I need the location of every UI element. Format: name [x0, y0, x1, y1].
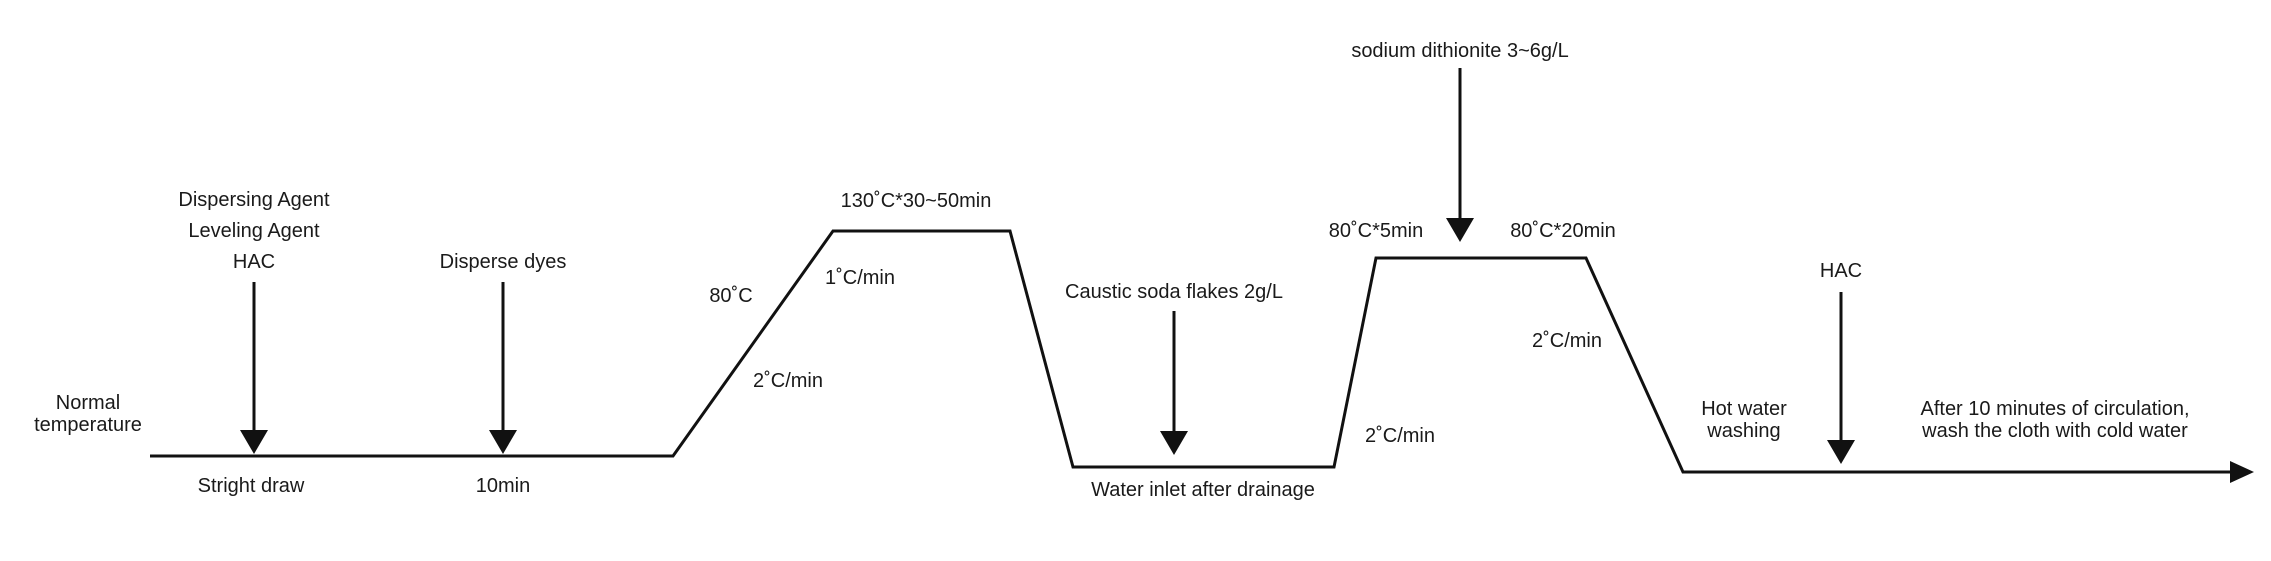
timeline-arrow-head: [2230, 461, 2254, 483]
additives-arrow: [240, 282, 268, 454]
caustic-soda-label: Caustic soda flakes 2g/L: [1065, 281, 1283, 303]
hac-final-arrow: [1827, 292, 1855, 464]
disperse-dyes-label: Disperse dyes: [440, 251, 567, 273]
normal-temperature-label-line1: Normal: [56, 392, 120, 414]
disperse-dyes-arrow: [489, 282, 517, 454]
sodium-dithionite-arrow: [1446, 68, 1474, 242]
water-inlet-label: Water inlet after drainage: [1091, 479, 1315, 501]
hold-80c-20min-label: 80˚C*20min: [1510, 220, 1616, 242]
hot-water-washing-label-line1: Hot water: [1701, 398, 1787, 420]
rate-2c-third-label: 2˚C/min: [1532, 330, 1602, 352]
temp-80c-label: 80˚C: [709, 285, 752, 307]
hold-80c-5min-label: 80˚C*5min: [1329, 220, 1423, 242]
rate-2c-second-label: 2˚C/min: [1365, 425, 1435, 447]
additive-hac-label: HAC: [233, 251, 275, 273]
hot-water-washing-label-line2: washing: [1706, 420, 1780, 442]
temperature-profile-line: [150, 229, 2230, 474]
sodium-dithionite-label: sodium dithionite 3~6g/L: [1351, 40, 1568, 62]
additive-dispersing-agent-label: Dispersing Agent: [178, 189, 330, 211]
caustic-soda-arrow: [1160, 311, 1188, 455]
normal-temperature-label-line2: temperature: [34, 414, 142, 436]
rate-2c-first-label: 2˚C/min: [753, 370, 823, 392]
hold-130c-label: 130˚C*30~50min: [841, 190, 992, 212]
rate-1c-label: 1˚C/min: [825, 267, 895, 289]
ten-min-label: 10min: [476, 475, 530, 497]
after-circulation-label-line2: wash the cloth with cold water: [1921, 420, 2188, 442]
stright-draw-label: Stright draw: [198, 475, 305, 497]
additive-leveling-agent-label: Leveling Agent: [188, 220, 320, 242]
after-circulation-label-line1: After 10 minutes of circulation,: [1920, 398, 2189, 420]
hac-final-label: HAC: [1820, 260, 1862, 282]
